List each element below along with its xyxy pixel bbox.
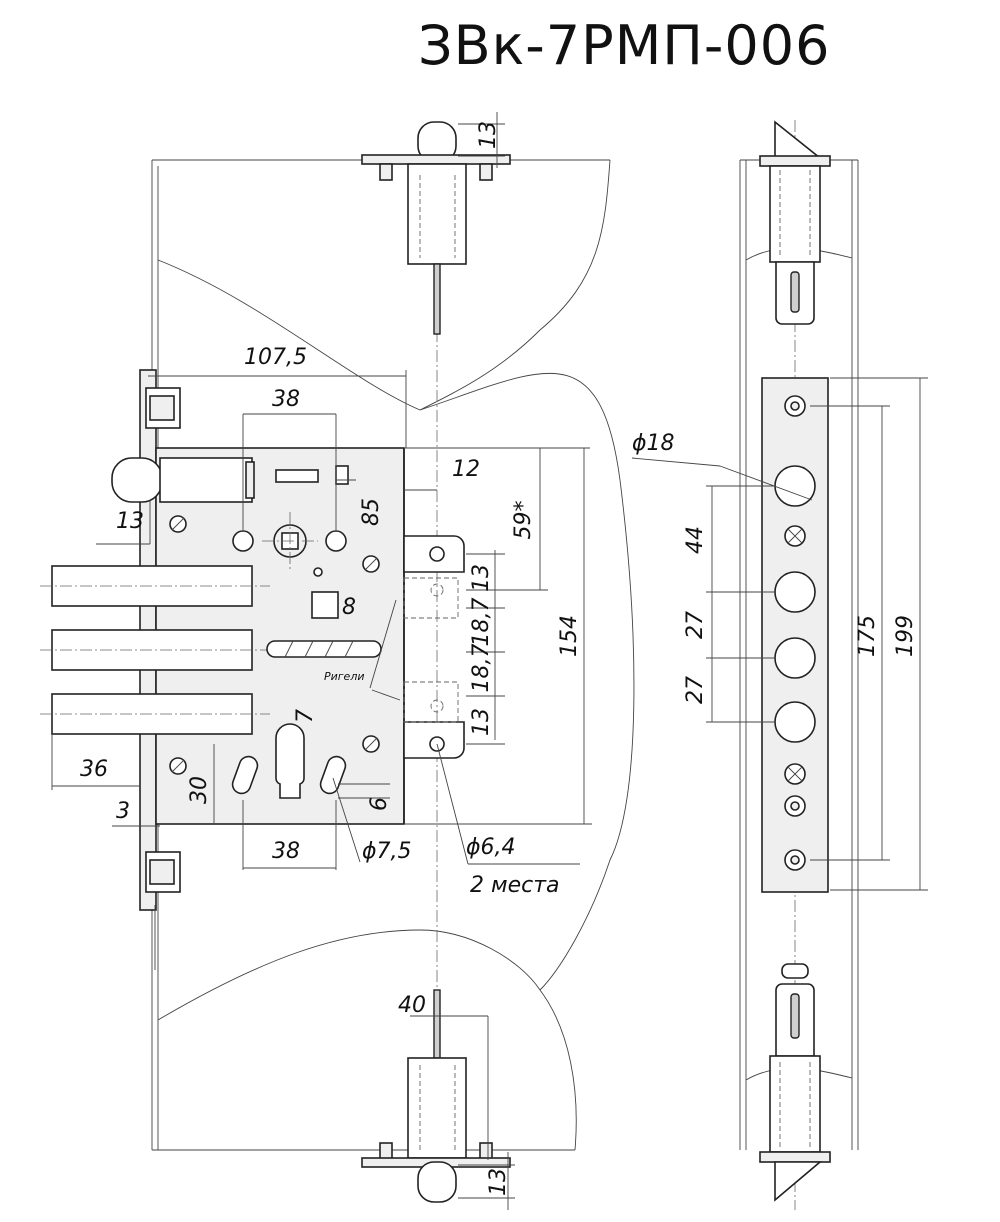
dimension-lines-side [631,377,928,891]
drawing-title: ЗВк-7РМП-006 [418,14,830,77]
dim-18-7-a: 18,7 [469,598,494,647]
dim-30: 30 [187,776,212,804]
dim-7: 7 [293,709,318,723]
dimension-lines-front [51,370,592,870]
dim-18-7-b: 18,7 [469,644,494,693]
dim-154: 154 [557,615,582,657]
dim-199: 199 [893,615,918,657]
latch-bolt [111,457,255,503]
dim-40: 40 [398,993,426,1018]
top-rod-assembly [361,121,511,335]
dim-27-a: 27 [683,611,708,639]
dim-38-bottom: 38 [272,839,300,864]
dim-27-b: 27 [683,676,708,704]
dim-phi-18: ϕ18 [632,431,675,456]
dim-13-b: 13 [469,708,494,736]
side-view-bottom-bolt [759,963,831,1202]
dim-8: 8 [342,595,356,620]
label-rigels: Ригели [324,670,365,683]
side-view-top-bolt [759,120,831,325]
label-2-places: 2 места [470,873,560,898]
dim-38-top: 38 [272,387,300,412]
dim-107-5: 107,5 [244,345,307,370]
bottom-rod-assembly [361,989,511,1203]
dim-12: 12 [452,457,480,482]
side-view-faceplate [761,377,829,893]
dim-44: 44 [683,526,708,554]
dim-36: 36 [80,757,108,782]
dim-13-bottom-rod: 13 [486,1168,511,1196]
dim-13-a: 13 [469,564,494,592]
deadbolts [40,565,270,735]
dim-175: 175 [855,615,880,657]
dim-phi-7-5: ϕ7,5 [362,839,412,864]
lock-internals [169,465,382,799]
dim-6: 6 [367,797,392,811]
dim-3: 3 [116,799,130,824]
dim-85: 85 [359,498,384,526]
dim-phi-6-4: ϕ6,4 [466,835,516,860]
dim-13-top-rod: 13 [476,121,501,149]
dim-59: 59* [511,501,536,540]
rod-connector-plates [403,535,465,759]
dim-13-left: 13 [116,509,144,534]
